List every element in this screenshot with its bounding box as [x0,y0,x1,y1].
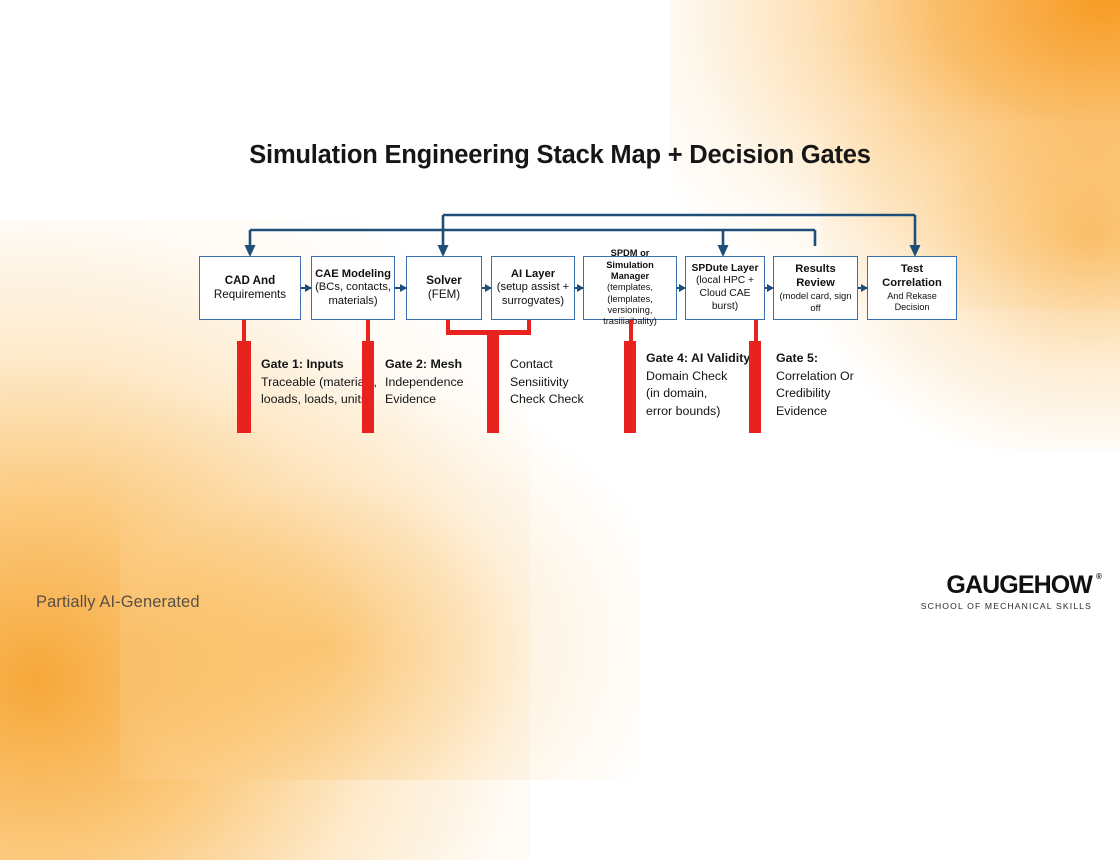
gate-5-bar[interactable] [749,341,761,433]
process-box-test-correlation[interactable]: Test Correlation And Rekase Decision [867,256,957,320]
ai-generated-note: Partially AI-Generated [36,593,200,611]
gate-1-label: Gate 1: Inputs Traceable (materials, loo… [261,356,391,409]
gate-label-line: Gate 5: [776,351,819,365]
gate-2-label: Gate 2: Mesh Independence Evidence [385,356,505,409]
process-box-spdm-simulation-manager[interactable]: SPDM or Simulation Manager (templates, (… [583,248,677,326]
process-box-solver[interactable]: Solver (FEM) [406,256,482,320]
gate-label-line: (in domain, [646,386,708,401]
gate-label-line: Check Check [510,392,584,407]
box-line: Cloud CAE burst) [699,288,751,312]
box-line: surrogvates) [501,294,565,307]
connector-spdm-to-spdute [677,283,686,293]
box-line: Solver [426,273,462,287]
gate-3-stem-right [527,320,531,333]
gate-5-stem [754,320,758,342]
gate-label-line: Independence [385,374,464,389]
box-line: materials) [328,294,378,307]
gate-label-line: Traceable (materials, [261,374,377,389]
process-box-ai-layer[interactable]: AI Layer (setup assist + surrogvates) [491,256,575,320]
box-line: (lemplates, versioning, [607,293,653,315]
box-line: Requirements [213,288,287,301]
connector-cae-to-solver [395,283,407,293]
arrowhead-spdute [717,245,729,257]
arrowhead-solver [437,245,449,257]
gate-3-stem-left [446,320,450,333]
box-line: (FEM) [427,288,461,301]
box-line: (model card, sign off [779,290,852,313]
process-box-cae-modeling[interactable]: CAE Modeling (BCs, contacts, materials) [311,256,395,320]
gate-label-line: Evidence [776,404,827,419]
box-line: AI Layer [510,267,556,280]
box-line: Results Review [795,262,836,289]
gate-label-line: Gate 2: Mesh [385,357,463,371]
gate-3-bracket [446,330,531,335]
gate-2-stem [366,320,370,342]
brand-logo: GAUGEHOW ® SCHOOL OF MECHANICAL SKILLS [920,571,1102,611]
box-line: (setup assist + [496,281,570,294]
process-box-results-review[interactable]: Results Review (model card, sign off [773,256,858,320]
connector-cad-to-cae [301,283,312,293]
gate-label-line: Credibility [776,386,831,401]
gate-label-line: Contact [510,357,553,371]
connector-ai-to-spdm [575,283,584,293]
gate-3-bar[interactable] [487,334,499,433]
brand-name: GAUGEHOW ® [946,571,1101,600]
registered-trademark-icon: ® [1096,572,1102,581]
gate-label-line: looads, loads, units) [261,392,372,407]
connector-spdute-to-results [765,283,774,293]
box-line: Test Correlation [882,263,942,289]
gate-label-line: Evidence [385,392,436,407]
brand-tagline: SCHOOL OF MECHANICAL SKILLS [920,601,1092,611]
gate-3-label: Contact Sensiitivity Check Check [510,356,620,409]
process-box-cad-and-requirements[interactable]: CAD And Requirements [199,256,301,320]
box-line: (BCs, contacts, [315,281,391,294]
page-title: Simulation Engineering Stack Map + Decis… [249,141,871,169]
gate-label-line: Gate 1: Inputs [261,357,344,371]
box-line: CAD And [224,273,276,287]
arrowhead-cad [244,245,256,257]
process-box-spdute-layer[interactable]: SPDute Layer (local HPC + Cloud CAE burs… [685,256,765,320]
connector-solver-to-ai [482,283,492,293]
gate-1-bar[interactable] [237,341,251,433]
arrowhead-test-correlation [909,245,921,257]
box-line: (local HPC + [695,275,755,287]
box-line: (templates, [607,282,653,293]
box-line: CAE Modeling [315,267,391,280]
gate-label-line: error bounds) [646,404,721,419]
feedback-wires [244,213,921,257]
gate-4-bar[interactable] [624,341,636,433]
gate-label-line: Correlation Or [776,368,854,383]
gate-label-line: Gate 4: AI Validity [646,351,751,365]
gate-label-line: Domain Check [646,368,728,383]
box-line: Simulation Manager [606,259,654,282]
brand-name-text: GAUGEHOW [946,571,1092,599]
box-line: SPDM or [610,248,650,259]
box-line: SPDute Layer [691,262,759,274]
gate-4-stem [629,320,633,342]
gate-label-line: Sensiitivity [510,374,569,389]
gate-2-bar[interactable] [362,341,374,433]
box-line: And Rekase Decision [887,290,937,312]
connector-results-to-test [858,283,868,293]
stack-map-diagram: CAD And Requirements CAE Modeling (BCs, … [199,213,957,433]
gate-5-label: Gate 5: Correlation Or Credibility Evide… [776,350,896,421]
gate-4-label: Gate 4: AI Validity Domain Check (in dom… [646,350,776,421]
gate-1-stem [242,320,246,342]
